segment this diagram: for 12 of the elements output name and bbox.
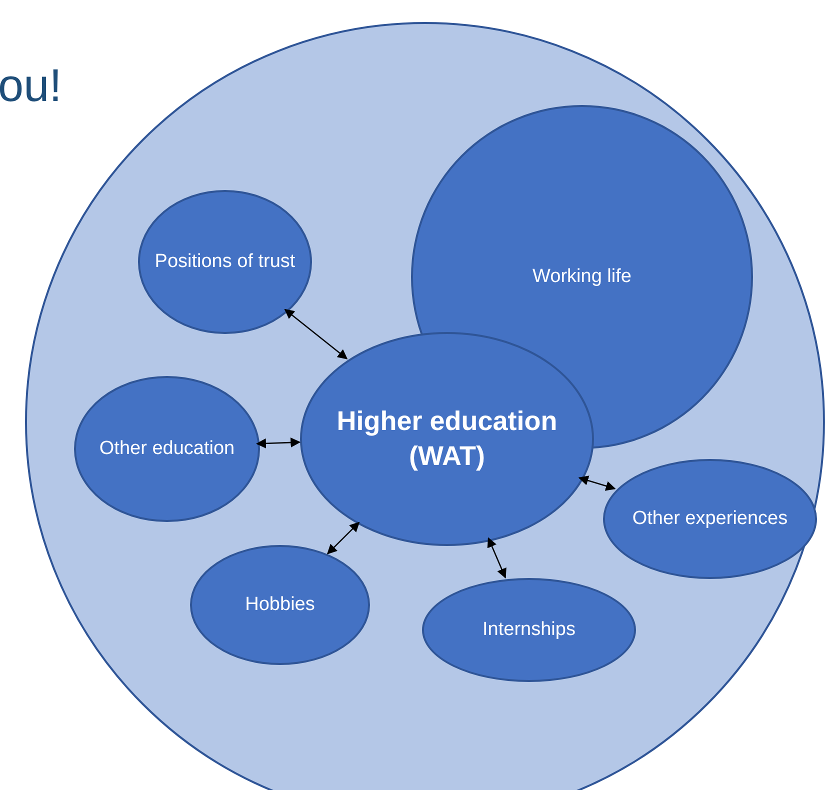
node-label: Higher education (WAT) bbox=[336, 404, 558, 473]
node-label: Positions of trust bbox=[154, 250, 296, 274]
node-label: Other experiences bbox=[631, 506, 789, 531]
node-label: Other education bbox=[98, 436, 236, 461]
double-arrow bbox=[284, 308, 348, 360]
double-arrow bbox=[256, 438, 301, 448]
node-label: Working life bbox=[532, 264, 632, 289]
node-label: Hobbies bbox=[244, 592, 316, 617]
double-arrow bbox=[326, 522, 360, 554]
node-label: Internships bbox=[482, 618, 576, 642]
double-arrow bbox=[487, 537, 506, 579]
double-arrow bbox=[578, 476, 616, 491]
